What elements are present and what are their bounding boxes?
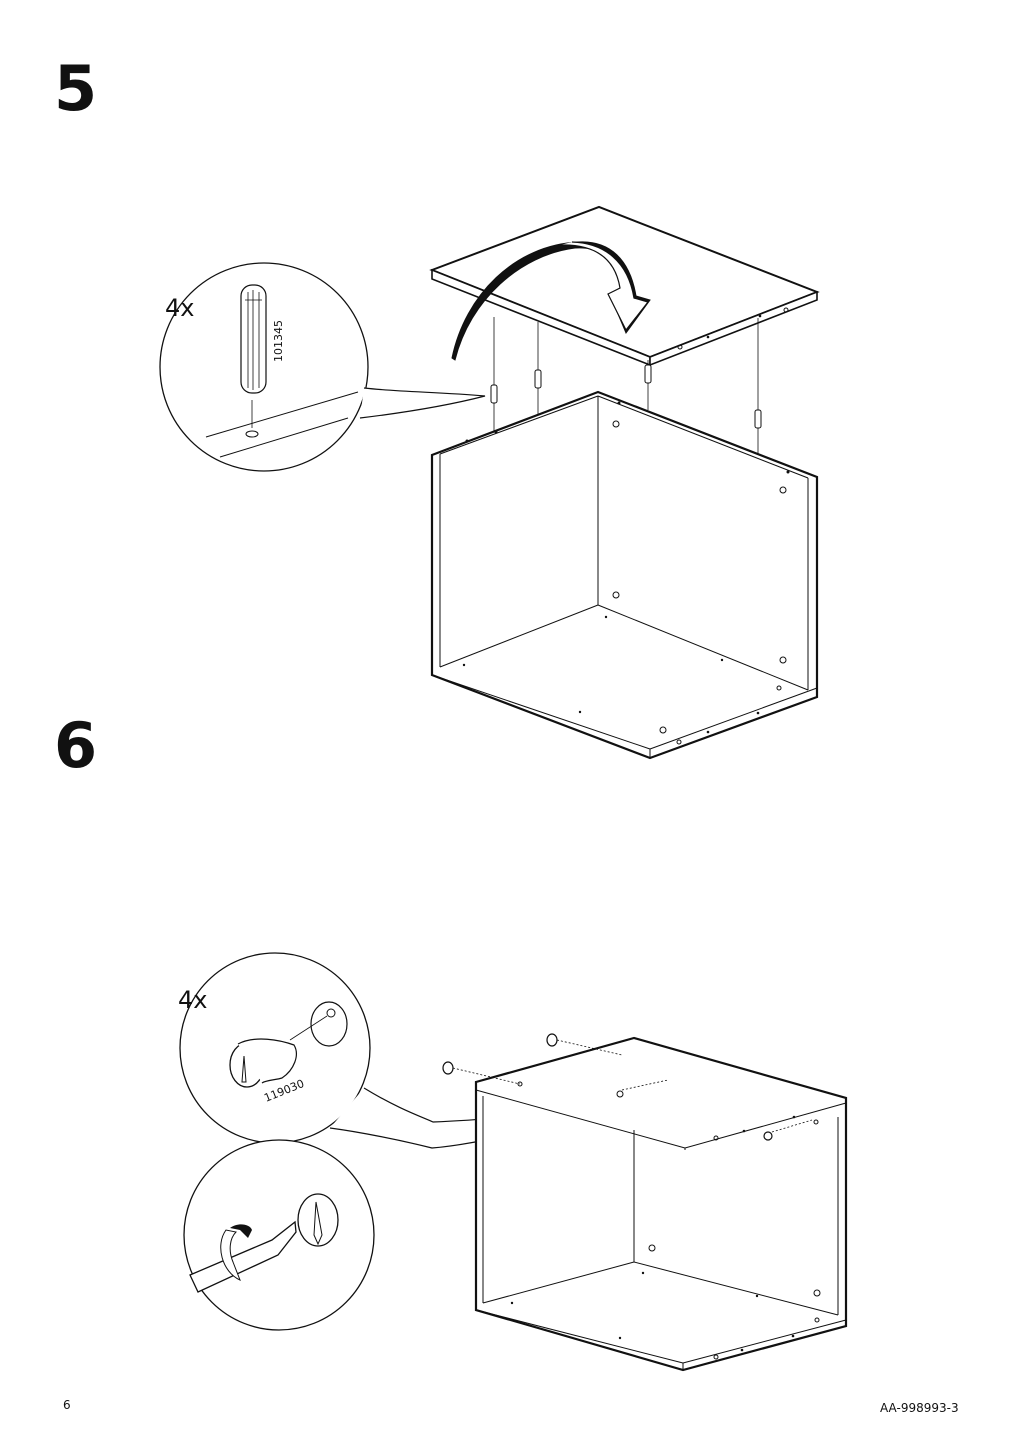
step-6-number: 6: [54, 709, 98, 782]
cabinet-box-step6: [442, 1033, 848, 1372]
step-6-callout-screwdriver: [183, 1139, 375, 1331]
step-6-callout-camlock: 4x 119030: [178, 952, 611, 1149]
step-5-part-number: 101345: [272, 320, 285, 362]
page-number: 6: [63, 1398, 71, 1412]
document-code: AA-998993-3: [880, 1401, 959, 1415]
cabinet-box: [430, 390, 819, 760]
step-6-quantity: 4x: [178, 986, 207, 1014]
wooden-dowel-icon: [240, 284, 267, 394]
dowel-guides: [490, 317, 762, 458]
cam-lock-icon: [229, 1001, 348, 1088]
step-5-quantity: 4x: [165, 294, 194, 322]
screwdriver-icon: [189, 1193, 339, 1293]
step-6-illustration: 4x 119030: [178, 952, 848, 1372]
step-5-illustration: 4x 101345: [159, 205, 820, 760]
flip-arrow-icon: [451, 241, 651, 361]
step-5-number: 5: [54, 52, 98, 125]
step-5-callout: 4x 101345: [159, 262, 486, 472]
